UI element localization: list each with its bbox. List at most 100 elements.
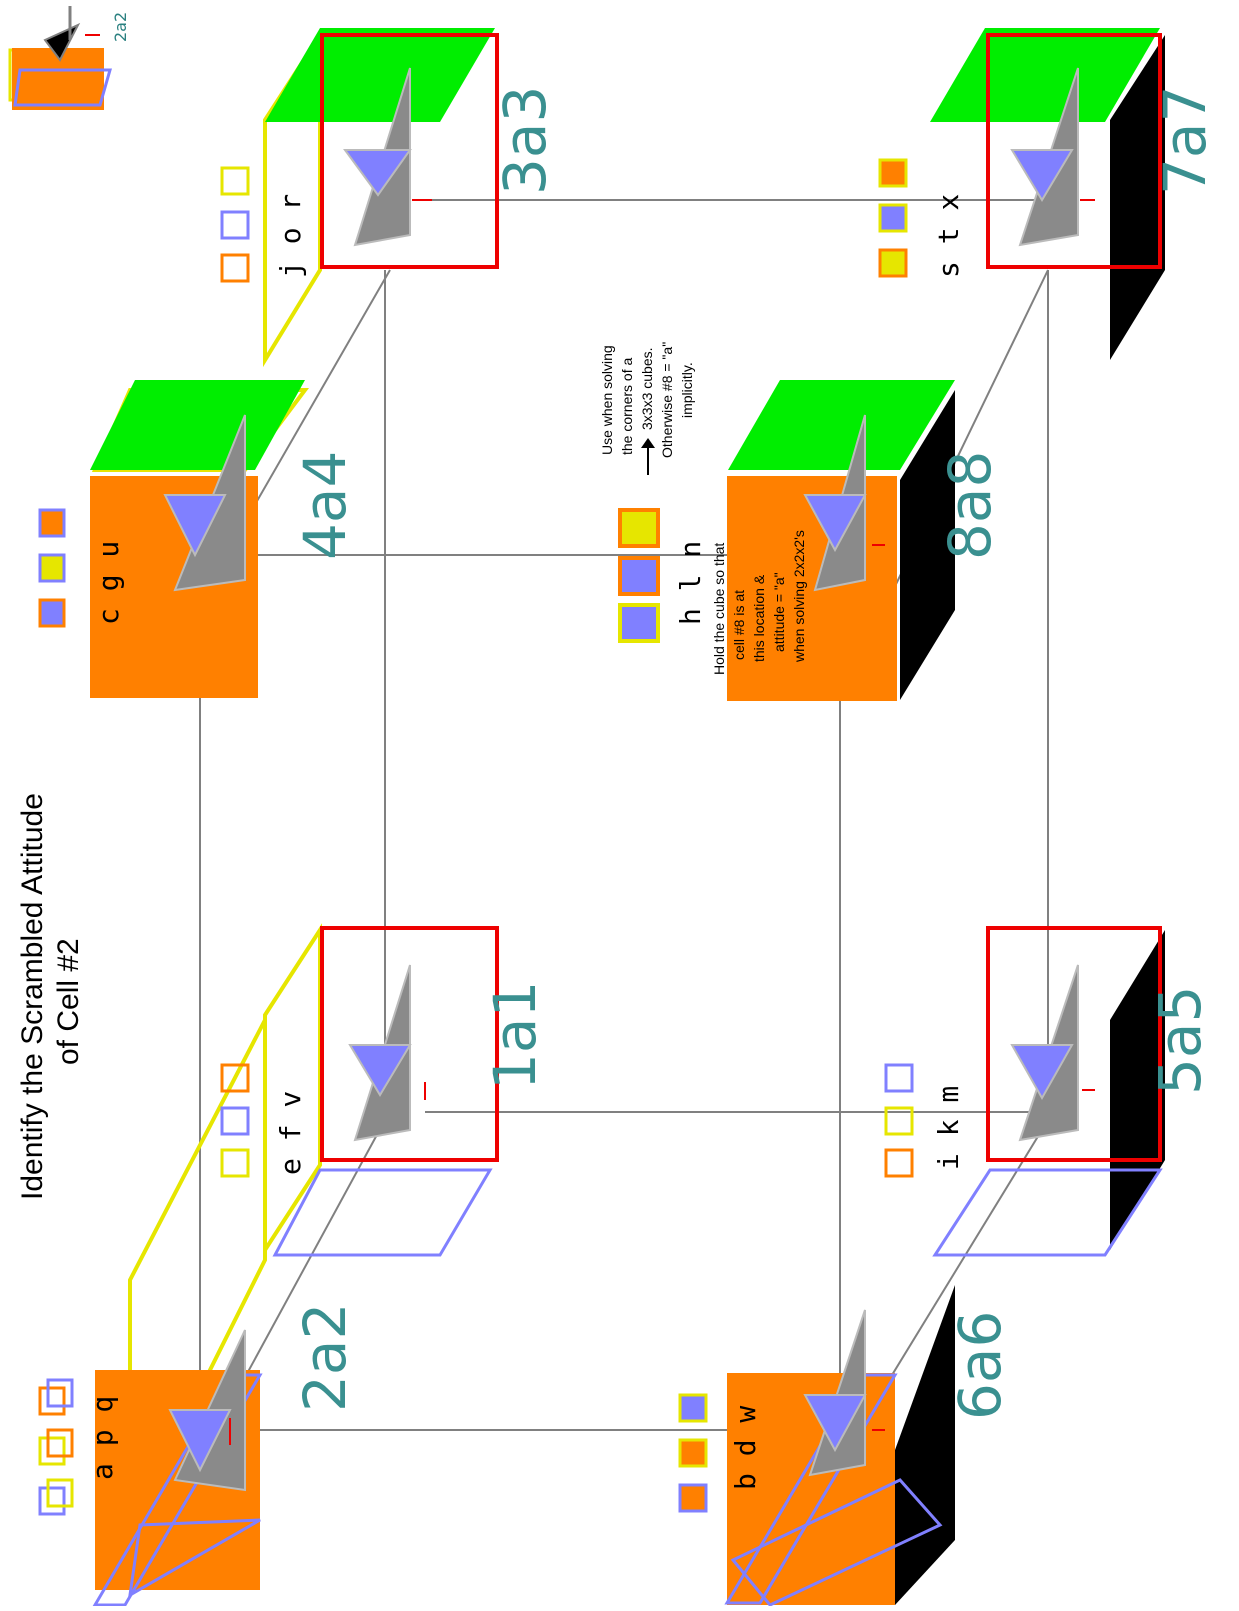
hold-note-line-1: Hold the cube so that	[711, 543, 727, 675]
hold-note-line-4: attitude = "a"	[771, 572, 787, 652]
mini-cube-icon	[38, 553, 66, 583]
hold-note-line-5: when solving 2x2x2's	[791, 530, 807, 663]
cell-2-label: 2a2	[291, 1303, 359, 1412]
mini-cube-icon	[38, 598, 66, 628]
cell-4-label: 4a4	[291, 451, 359, 560]
cell-3-green-face	[265, 28, 495, 122]
corners-note-line-4: Otherwise #8 = "a"	[659, 342, 675, 458]
mini-cube-icon	[678, 1438, 708, 1468]
cell-6-orange-face	[727, 1373, 895, 1605]
cell-1-yellow-face	[263, 923, 322, 1257]
cell-8-mini-cubes	[618, 508, 660, 643]
cell-1-label: 1a1	[481, 981, 549, 1090]
cell-6-gray-wedge	[808, 1309, 866, 1477]
cell-2-blue-pointer	[168, 1409, 232, 1473]
mini-cube-icon	[878, 248, 908, 278]
cell-8-letters: h l n	[674, 541, 707, 625]
cell-7-blue-pointer	[1010, 149, 1074, 202]
cell-7-mini-cubes	[878, 158, 908, 278]
title-block: Identify the Scrambled Attitude of Cell …	[16, 793, 85, 1200]
cell-1-blue-face	[272, 1168, 493, 1257]
mini-cube-icon	[220, 1106, 250, 1136]
mini-cube-icon	[220, 210, 250, 240]
cell-6-blue-outline	[730, 1478, 943, 1607]
cell-5-mini-cubes	[884, 1063, 914, 1178]
corners-note-line-3: 3x3x3 cubes.	[639, 348, 655, 431]
corners-note: Use when solving the corners of a 3x3x3 …	[599, 342, 695, 475]
mini-cube-icon	[878, 158, 908, 188]
cell-5-group: i k m 5a5	[884, 926, 1214, 1257]
mini-cube-icon	[46, 1378, 74, 1408]
cell-4-blue-pointer	[163, 494, 227, 558]
mini-cube-icon	[220, 1063, 250, 1093]
cell-2-group: a p q 2a2	[38, 1019, 359, 1607]
mini-cube-icon	[884, 1063, 914, 1093]
hold-note-line-3: this location &	[751, 574, 767, 662]
cell-7-black-face	[1110, 35, 1165, 360]
cell-1-mini-cubes	[220, 1063, 250, 1178]
cell-4-mini-cubes	[38, 508, 66, 628]
cell-3-mini-cubes	[220, 166, 250, 283]
mini-cube-icon	[220, 253, 250, 283]
cell-6-letters: b d w	[729, 1406, 762, 1490]
cell-4-green-face	[90, 380, 305, 470]
cell-5-label: 5a5	[1146, 986, 1214, 1095]
cell-6-mini-cubes	[678, 1393, 708, 1513]
hold-note-line-2: cell #8 is at	[731, 590, 747, 660]
mini-cube-icon	[38, 1386, 66, 1416]
hold-note: Hold the cube so that cell #8 is at this…	[711, 530, 807, 675]
mini-cube-icon	[618, 508, 660, 548]
mini-cube-icon	[678, 1483, 708, 1513]
cell-3-label: 3a3	[491, 86, 559, 195]
mini-cube-icon	[220, 166, 250, 196]
mini-cube-icon	[884, 1106, 914, 1136]
cell-1-blue-pointer	[348, 1044, 412, 1097]
indicator-label: 2a2	[111, 12, 130, 42]
cell-1-red-face	[320, 926, 499, 1162]
mini-cube-icon	[46, 1478, 74, 1508]
cell-2-letters: a p q	[86, 1396, 119, 1480]
indicator-blue-outline	[13, 68, 112, 107]
cell-5-red-face	[986, 926, 1162, 1162]
cell-5-letters: i k m	[932, 1086, 965, 1170]
mini-cube-icon	[38, 508, 66, 538]
cell-8-label: 8a8	[936, 451, 1004, 560]
mini-cube-icon	[678, 1393, 708, 1423]
cell-1-group: e f v 1a1	[220, 923, 549, 1257]
title-line-2: of Cell #2	[52, 938, 85, 1065]
mini-cube-icon	[884, 1148, 914, 1178]
orientation-indicator: 2a2	[8, 6, 130, 110]
cell-3-red-face	[320, 33, 499, 269]
mini-cube-icon	[618, 556, 660, 596]
mini-cube-icon	[618, 603, 660, 643]
mini-cube-icon	[878, 203, 908, 233]
cell-7-group: s t x 7a7	[878, 28, 1219, 360]
cell-5-blue-face	[932, 1168, 1163, 1257]
cell-4-group: c g u 4a4	[38, 380, 359, 698]
mini-cube-icon	[38, 1436, 66, 1466]
cell-5-blue-pointer	[1010, 1044, 1074, 1101]
cell-8-green-face	[728, 380, 955, 470]
mini-cube-icon	[46, 1428, 74, 1458]
corners-note-line-1: Use when solving	[599, 345, 615, 455]
cell-4-letters: c g u	[92, 541, 125, 625]
note-arrow-icon	[641, 438, 655, 448]
cell-6-blue-pointer	[803, 1394, 867, 1453]
mini-cube-icon	[38, 1486, 66, 1516]
cell-6-label: 6a6	[946, 1311, 1014, 1420]
cell-2-mini-cubes	[38, 1378, 74, 1516]
corners-note-line-2: the corners of a	[619, 358, 635, 455]
cell-8-black-face	[900, 390, 955, 700]
cell-3-blue-pointer	[343, 149, 412, 197]
cell-8-blue-pointer	[803, 494, 867, 553]
cell-2-blue-outline	[128, 1518, 261, 1598]
cell-6-group: b d w 6a6	[678, 1285, 1014, 1607]
cell-7-red-face	[986, 33, 1162, 269]
title-line-1: Identify the Scrambled Attitude	[16, 793, 49, 1200]
mini-cube-icon	[220, 1148, 250, 1178]
cell-1-letters: e f v	[274, 1091, 307, 1175]
cell-8-orange-face	[727, 476, 897, 701]
cell-3-letters: j o r	[274, 194, 307, 278]
